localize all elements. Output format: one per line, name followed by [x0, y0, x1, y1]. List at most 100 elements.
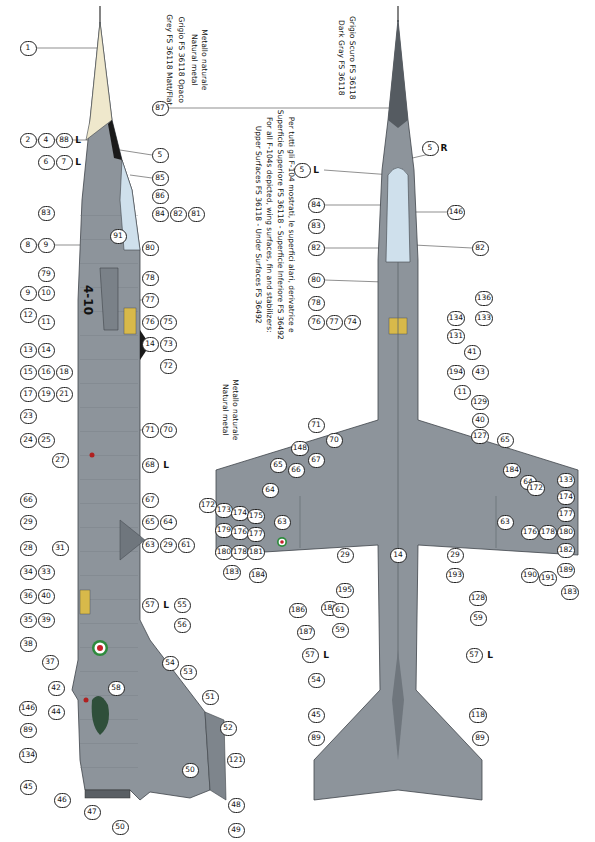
callout-number: 182	[557, 543, 575, 558]
callout-number: 21	[56, 387, 73, 402]
callout-number: 82	[170, 207, 187, 222]
callout-number: 193	[446, 568, 464, 583]
callout-number: 55	[174, 598, 191, 613]
callout-number: 74	[344, 315, 361, 330]
callout-number: 148	[291, 441, 309, 456]
callout-number: 64	[262, 483, 279, 498]
note-text: Upper Surfaces FS 36118 - Under Surfaces…	[254, 126, 262, 324]
callout-number: 17	[20, 387, 37, 402]
callout-number: 53	[180, 665, 197, 680]
callout-number: 59	[332, 623, 349, 638]
side-letter: R	[441, 144, 448, 153]
callout-number: 68	[142, 458, 159, 473]
callout-number: 15	[20, 365, 37, 380]
callout-number: 50	[112, 820, 129, 835]
callout-number: 29	[20, 515, 37, 530]
callout-number: 118	[469, 708, 487, 723]
note-text: Natural metal	[221, 384, 229, 436]
callout-number: 45	[20, 780, 37, 795]
side-view	[72, 6, 226, 800]
callout-number: 2	[20, 133, 37, 148]
side-letter: L	[163, 461, 169, 470]
note-text: Per tutti gli F-104 mostrati, le superfi…	[287, 117, 295, 333]
side-letter: L	[323, 651, 329, 660]
callout-number: 65	[270, 458, 287, 473]
callout-number: 59	[470, 611, 487, 626]
callout-number: 45	[308, 708, 325, 723]
callout-number: 25	[38, 433, 55, 448]
callout-number: 176	[521, 525, 539, 540]
callout-number: 49	[228, 823, 245, 838]
side-letter: L	[75, 158, 81, 167]
note-text: Natural metal	[190, 34, 198, 86]
callout-number: 183	[223, 565, 241, 580]
callout-number: 33	[38, 565, 55, 580]
callout-number: 40	[472, 413, 489, 428]
callout-number: 83	[308, 219, 325, 234]
callout-number: 43	[472, 365, 489, 380]
callout-number: 76	[142, 315, 159, 330]
side-letter: L	[163, 601, 169, 610]
callout-number: 14	[390, 548, 407, 563]
callout-number: 29	[337, 548, 354, 563]
callout-number: 46	[54, 793, 71, 808]
callout-number: 186	[289, 603, 307, 618]
callout-number: 63	[142, 538, 159, 553]
callout-number: 187	[297, 625, 315, 640]
callout-number: 31	[52, 541, 69, 556]
callout-number: 146	[447, 205, 465, 220]
callout-number: 61	[332, 603, 349, 618]
callout-number: 174	[557, 490, 575, 505]
side-letter: L	[313, 166, 319, 175]
callout-number: 13	[20, 343, 37, 358]
callout-number: 24	[20, 433, 37, 448]
callout-number: 18	[56, 365, 73, 380]
callout-number: 4	[38, 133, 55, 148]
callout-number: 35	[20, 613, 37, 628]
callout-number: 83	[38, 206, 55, 221]
callout-number: 42	[48, 681, 65, 696]
callout-number: 85	[152, 171, 169, 186]
callout-number: 6	[38, 155, 55, 170]
callout-number: 84	[152, 207, 169, 222]
callout-number: 63	[497, 515, 514, 530]
callout-number: 58	[108, 681, 125, 696]
callout-number: 181	[247, 545, 265, 560]
callout-number: 52	[220, 721, 237, 736]
callout-number: 178	[539, 525, 557, 540]
note-text: Dark Gray FS 36118	[337, 20, 345, 96]
callout-number: 11	[454, 385, 471, 400]
note-text: Metallo naturale	[232, 379, 240, 440]
callout-number: 38	[20, 637, 37, 652]
callout-number: 65	[142, 515, 159, 530]
callout-number: 27	[52, 453, 69, 468]
callout-number: 63	[274, 515, 291, 530]
callout-number: 133	[475, 311, 493, 326]
callout-number: 183	[561, 585, 579, 600]
callout-number: 5	[422, 141, 439, 156]
top-view	[216, 6, 578, 800]
callout-number: 40	[38, 589, 55, 604]
callout-number: 29	[160, 538, 177, 553]
callout-number: 5	[294, 163, 311, 178]
callout-number: 89	[308, 731, 325, 746]
note-text: For all F-104s depicted, wing surfaces, …	[265, 117, 273, 333]
callout-number: 88	[56, 133, 73, 148]
callout-number: 65	[497, 433, 514, 448]
callout-number: 39	[38, 613, 55, 628]
callout-number: 190	[521, 568, 539, 583]
callout-number: 50	[182, 763, 199, 778]
callout-number: 80	[308, 273, 325, 288]
callout-number: 57	[466, 648, 483, 663]
callout-number: 134	[19, 748, 37, 763]
callout-number: 44	[48, 705, 65, 720]
callout-number: 82	[472, 241, 489, 256]
callout-number: 70	[160, 423, 177, 438]
callout-number: 121	[227, 753, 245, 768]
callout-number: 54	[162, 656, 179, 671]
callout-number: 61	[178, 538, 195, 553]
callout-number: 82	[308, 241, 325, 256]
callout-number: 48	[228, 798, 245, 813]
callout-number: 19	[38, 387, 55, 402]
